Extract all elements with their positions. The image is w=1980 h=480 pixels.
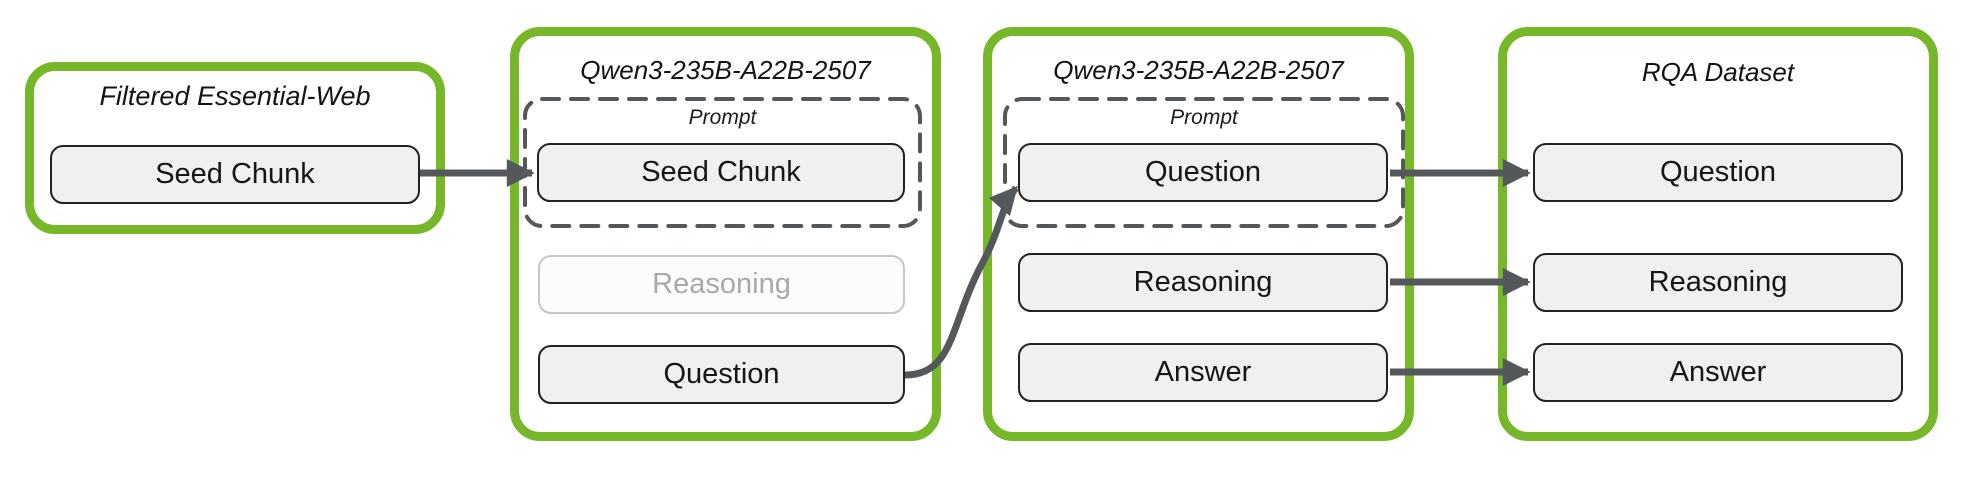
prompt-label: Prompt [688, 106, 757, 129]
box-label: Seed Chunk [155, 158, 315, 190]
box-question: Question [538, 345, 905, 404]
box-answer: Answer [1533, 343, 1903, 402]
box-label: Answer [1154, 356, 1252, 388]
group-question-generator: Qwen3-235B-A22B-2507 Prompt Seed Chunk R… [510, 27, 941, 441]
box-label: Question [1659, 156, 1777, 188]
prompt-label: Prompt [1170, 106, 1238, 129]
box-label: Reasoning [1648, 266, 1788, 298]
group-title: Qwen3-235B-A22B-2507 [580, 55, 871, 85]
group-title: RQA Dataset [1641, 57, 1795, 87]
box-label: Question [1144, 156, 1262, 188]
box-question: Question [1533, 143, 1903, 202]
box-seed-chunk: Seed Chunk [50, 145, 420, 204]
group-title: Filtered Essential-Web [99, 81, 371, 111]
box-reasoning-muted: Reasoning [538, 255, 905, 314]
box-label: Reasoning [1133, 266, 1273, 298]
box-label: Answer [1669, 356, 1767, 388]
dashed-border [1003, 97, 1405, 228]
box-label: Seed Chunk [641, 156, 801, 188]
group-filtered-essential-web: Filtered Essential-Web Seed Chunk [25, 62, 445, 234]
group-solver: Qwen3-235B-A22B-2507 Prompt Question Rea… [983, 27, 1414, 441]
box-reasoning: Reasoning [1018, 253, 1388, 312]
box-answer: Answer [1018, 343, 1388, 402]
box-label: Question [663, 358, 780, 390]
prompt-box: Prompt [1003, 97, 1405, 228]
group-rqa-dataset: RQA Dataset Question Reasoning Answer [1498, 27, 1938, 441]
box-seed-chunk: Seed Chunk [537, 143, 905, 202]
group-title: Qwen3-235B-A22B-2507 [1053, 55, 1344, 85]
box-question: Question [1018, 143, 1388, 202]
box-label: Reasoning [652, 268, 791, 300]
box-reasoning: Reasoning [1533, 253, 1903, 312]
